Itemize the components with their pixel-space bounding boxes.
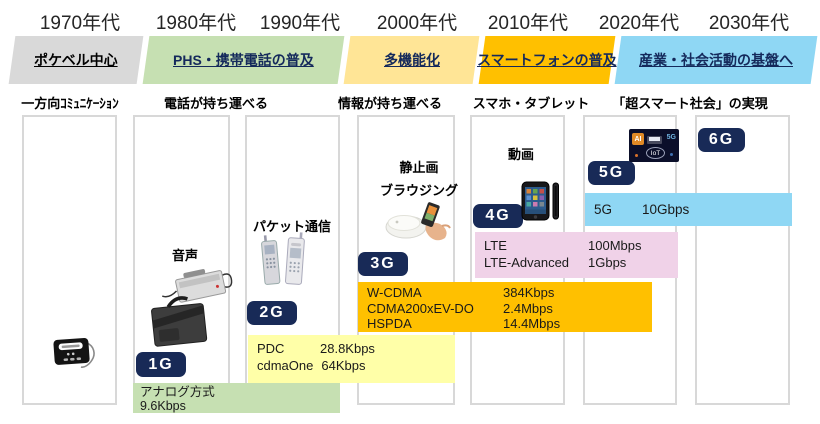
era-band-label: スマートフォンの普及 bbox=[477, 52, 617, 68]
tech-name: 5G bbox=[594, 202, 613, 217]
caption-super-smart-society: 「超スマート社会」の実現 bbox=[612, 96, 768, 111]
decorative-dot bbox=[635, 154, 638, 157]
badge-6g: 6G bbox=[698, 128, 745, 152]
browsing-device-image bbox=[385, 202, 451, 241]
tech-speed: 14.4Mbps bbox=[503, 316, 561, 331]
badge-3g: 3G bbox=[358, 252, 408, 276]
era-band-society: 産業・社会活動の基盤へ bbox=[614, 36, 818, 84]
decorative-dot bbox=[670, 153, 673, 156]
tech-speed: 384Kbps bbox=[503, 285, 555, 300]
era-band-smartphone: スマートフォンの普及 bbox=[477, 36, 617, 84]
tech-speed: 100Mbps bbox=[588, 238, 642, 253]
era-band-pager: ポケベル中心 bbox=[8, 36, 144, 84]
era-band-label: 産業・社会活動の基盤へ bbox=[639, 52, 793, 68]
feature-still-image: 静止画 bbox=[399, 160, 439, 175]
decade-label-2030s: 2030年代 bbox=[708, 13, 790, 34]
tech-speed: 28.8Kbps bbox=[320, 341, 375, 356]
caption-one-way-communication: 一方向ｺﾐｭﾆｹｰｼｮﾝ bbox=[21, 96, 119, 111]
feature-video: 動画 bbox=[507, 147, 534, 162]
era-band-label: ポケベル中心 bbox=[34, 52, 118, 68]
tech-name: W-CDMA bbox=[367, 285, 422, 300]
decade-label-2020s: 2020年代 bbox=[598, 13, 680, 34]
packet-phones-image bbox=[261, 232, 305, 285]
tech-speed: 10Gbps bbox=[642, 202, 690, 217]
tech-name: PDC bbox=[257, 341, 285, 356]
tech-name: LTE-Advanced bbox=[484, 255, 570, 270]
iot-label: IoT bbox=[646, 147, 665, 159]
feature-browsing: ブラウジング bbox=[379, 183, 458, 198]
feature-voice: 音声 bbox=[171, 248, 198, 263]
speed-band-analog: アナログ方式 9.6Kbps bbox=[133, 383, 340, 413]
speed-band-5g: 5G 10Gbps bbox=[585, 193, 792, 226]
era-band-label: 多機能化 bbox=[383, 52, 440, 68]
shoulder-phone-image bbox=[151, 269, 233, 347]
badge-1g: 1G bbox=[136, 352, 186, 377]
speed-band-3g: W-CDMA 384Kbps CDMA200xEV-DO 2.4Mbps HSPDA… bbox=[358, 282, 652, 332]
badge-4g: 4G bbox=[473, 204, 523, 228]
caption-portable-phone: 電話が持ち運べる bbox=[163, 96, 268, 111]
decade-column-2030s bbox=[695, 115, 790, 405]
ai-label: AI bbox=[632, 133, 644, 145]
5g-label: 5G bbox=[666, 134, 676, 141]
laptop-icon bbox=[647, 136, 662, 144]
caption-portable-information: 情報が持ち運べる bbox=[337, 96, 442, 111]
pager-image bbox=[53, 338, 95, 368]
badge-5g: 5G bbox=[588, 161, 635, 185]
tech-name: LTE bbox=[484, 238, 507, 253]
era-band-phs: PHS・携帯電話の普及 bbox=[142, 36, 345, 84]
tech-speed: 2.4Mbps bbox=[503, 300, 553, 316]
speed-band-4g: LTE 100Mbps LTE-Advanced 1Gbps bbox=[475, 232, 678, 278]
tech-name: CDMA200xEV-DO bbox=[367, 300, 474, 316]
tech-name: HSPDA bbox=[367, 316, 412, 331]
decade-label-2000s: 2000年代 bbox=[376, 13, 458, 34]
tech-speed: 1Gbps bbox=[588, 255, 627, 270]
era-band-multifunction: 多機能化 bbox=[343, 36, 480, 84]
decade-label-1970s: 1970年代 bbox=[39, 13, 121, 34]
decade-label-2010s: 2010年代 bbox=[487, 13, 569, 34]
tech-speed: 64Kbps bbox=[321, 358, 366, 373]
ai-iot-5g-image: AI 5G IoT bbox=[629, 129, 679, 162]
decade-label-1990s: 1990年代 bbox=[259, 13, 341, 34]
feature-packet: パケット通信 bbox=[252, 219, 331, 234]
speed-band-2g: PDC 28.8Kbps cdmaOne 64Kbps bbox=[248, 335, 455, 383]
era-band-label: PHS・携帯電話の普及 bbox=[173, 52, 314, 68]
caption-smartphone-tablet: スマホ・タブレット bbox=[472, 96, 590, 111]
analog-method-label: アナログ方式 bbox=[140, 385, 215, 399]
smartphone-image bbox=[521, 181, 559, 221]
tech-name: cdmaOne bbox=[257, 358, 314, 373]
badge-2g: 2G bbox=[247, 301, 297, 325]
analog-speed-value: 9.6Kbps bbox=[140, 399, 186, 413]
decade-label-1980s: 1980年代 bbox=[155, 13, 237, 34]
